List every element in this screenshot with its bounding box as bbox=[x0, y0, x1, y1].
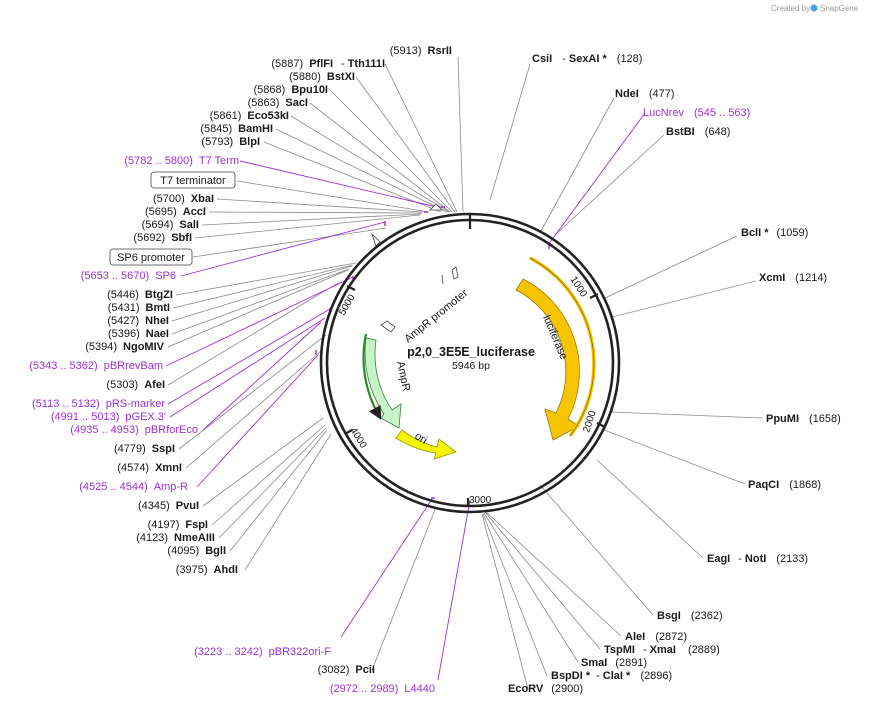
tick-4000: 4000 bbox=[347, 426, 368, 451]
site-nmeaiii: (4123)NmeAIII bbox=[136, 532, 215, 544]
site-tspmi: TspMI-XmaI(2889) bbox=[604, 644, 720, 656]
site-xmni: (4574)XmnI bbox=[117, 462, 182, 474]
primer-lucnrev: LucNrev(545 .. 563) bbox=[643, 107, 750, 119]
site-pflfi: (5887)PflFI-Tth111I bbox=[271, 58, 385, 70]
site-bspdi: BspDI *-ClaI *(2896) bbox=[551, 670, 672, 682]
snapgene-logo-icon bbox=[810, 4, 818, 12]
ampr-outer-arc bbox=[362, 333, 382, 420]
luciferase-outer-arc-edge bbox=[529, 257, 595, 437]
site-acci: (5695)AccI bbox=[145, 206, 206, 218]
primer-pgex3: (4991 .. 5013)pGEX 3' bbox=[51, 411, 166, 423]
leader-lines bbox=[167, 56, 764, 690]
feature-box-t7-terminator: T7 terminator bbox=[150, 171, 236, 189]
site-alei: AleI(2872) bbox=[625, 631, 687, 643]
site-csii: CsiI-SexAI *(128) bbox=[532, 53, 642, 65]
ori-arrow bbox=[395, 429, 457, 460]
site-eco53ki: (5861)Eco53kI bbox=[210, 110, 289, 122]
created-by-label: Created by bbox=[771, 4, 810, 13]
site-sspi: (4779)SspI bbox=[114, 443, 175, 455]
primer-amp-r: (4525 .. 4544)Amp-R bbox=[79, 481, 188, 493]
site-ahdi: (3975)AhdI bbox=[176, 564, 238, 576]
site-smai: SmaI(2891) bbox=[581, 657, 647, 669]
tick-5000: 5000 bbox=[337, 292, 358, 317]
site-ecorv: EcoRV(2900) bbox=[508, 683, 583, 695]
plasmid-length: 5946 bp bbox=[452, 360, 490, 372]
site-xbai: (5700)XbaI bbox=[153, 193, 214, 205]
site-pvui: (4345)PvuI bbox=[138, 500, 199, 512]
ampr-promoter-arrow bbox=[380, 320, 396, 333]
site-xcmi: XcmI(1214) bbox=[759, 272, 827, 284]
site-naei: (5396)NaeI bbox=[108, 328, 169, 340]
site-sali: (5694)SalI bbox=[142, 219, 199, 231]
site-bpu10i: (5868)Bpu10I bbox=[254, 84, 328, 96]
site-ndei: NdeI(477) bbox=[615, 88, 675, 100]
ampr-label: AmpR bbox=[394, 360, 412, 392]
site-bgli: (4095)BglI bbox=[167, 545, 226, 557]
primer-pbrrevbam: (5343 .. 5362)pBRrevBam bbox=[29, 360, 163, 372]
primer-prs-marker: (5113 .. 5132)pRS-marker bbox=[32, 398, 165, 410]
site-blpi: (5793)BlpI bbox=[201, 136, 260, 148]
ampr-arrow bbox=[364, 337, 402, 429]
svg-text:T7 terminator: T7 terminator bbox=[160, 175, 226, 187]
svg-text:SP6 promoter: SP6 promoter bbox=[117, 252, 185, 264]
primer-l4440: (2972 .. 2989)L4440 bbox=[330, 683, 435, 695]
site-bsgi: BsgI(2362) bbox=[657, 610, 723, 622]
plasmid-name: p2,0_3E5E_luciferase bbox=[407, 345, 535, 359]
primer-leaders bbox=[165, 112, 646, 681]
site-sbfi: (5692)SbfI bbox=[133, 232, 192, 244]
site-rsrii: (5913)RsrII bbox=[390, 45, 452, 57]
primer-pbrforeco: (4935 .. 4953)pBRforEco bbox=[70, 424, 198, 436]
luciferase-arrow bbox=[515, 278, 580, 441]
tick-marks bbox=[344, 214, 606, 506]
site-bstbi: BstBI(648) bbox=[666, 126, 730, 138]
site-ppumi: PpuMI(1658) bbox=[766, 413, 841, 425]
promoter-small-mark bbox=[451, 266, 459, 280]
site-btgzi: (5446)BtgZI bbox=[107, 289, 173, 301]
promoter-small-stem bbox=[441, 274, 444, 285]
outer-features bbox=[371, 203, 443, 247]
primer-t7-term: (5782 .. 5800)T7 Term bbox=[124, 155, 239, 167]
site-bmti: (5431)BmtI bbox=[108, 302, 170, 314]
primer-sp6: (5653 .. 5670)SP6 bbox=[81, 270, 176, 282]
site-fspi: (4197)FspI bbox=[148, 519, 208, 531]
primer-pbr322ori-f: (3223 .. 3242)pBR322ori-F bbox=[194, 646, 331, 658]
site-ngomiv: (5394)NgoMIV bbox=[85, 341, 164, 353]
site-bstxi: (5880)BstXI bbox=[289, 71, 355, 83]
site-paqci: PaqCI(1868) bbox=[748, 479, 821, 491]
tick-3000: 3000 bbox=[469, 495, 492, 506]
ampr-promoter-label: AmpR promoter bbox=[402, 287, 470, 345]
site-pcii: (3082)PciI bbox=[318, 664, 375, 676]
site-saci: (5863)SacI bbox=[248, 97, 308, 109]
ori-label: ori bbox=[413, 430, 430, 447]
snapgene-brand: SnapGene bbox=[820, 4, 859, 13]
site-bamhi: (5845)BamHI bbox=[200, 123, 273, 135]
site-eagi: EagI-NotI(2133) bbox=[707, 553, 808, 565]
site-nhei: (5427)NheI bbox=[107, 315, 169, 327]
site-afei: (5303)AfeI bbox=[106, 379, 165, 391]
site-bcli: BclI *(1059) bbox=[741, 227, 808, 239]
feature-box-sp6-promoter: SP6 promoter bbox=[109, 248, 193, 266]
